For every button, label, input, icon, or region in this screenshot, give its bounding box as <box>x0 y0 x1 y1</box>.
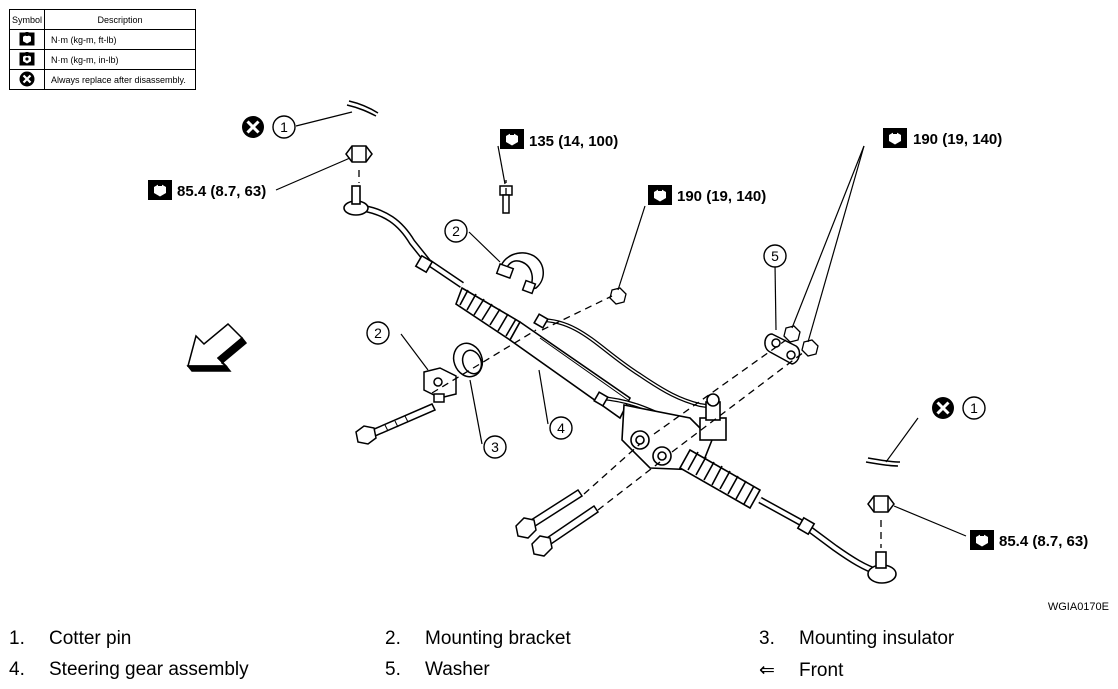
gear-mount-bolts <box>515 488 600 557</box>
torque-spec-mount-nut-right: 190 (19, 140) <box>883 128 1002 148</box>
part-number: 2. <box>385 628 401 649</box>
part-number: 1. <box>9 628 25 649</box>
callout-cotter-pin-right: 1 <box>930 395 986 421</box>
part-number: 5. <box>385 659 401 680</box>
legend-row: Always replace after disassembly. <box>9 69 196 90</box>
tie-rod-stud-right <box>875 551 887 569</box>
steering-gear-exploded-diagram: 1 1 2 2 3 4 5 135 (14, 100) 190 (19, 140… <box>148 100 1088 584</box>
front-direction-arrow <box>186 322 248 372</box>
symbol-legend-table: Symbol Description N·m (kg-m, ft-lb) N·m… <box>9 9 196 90</box>
callout-number: 2 <box>452 223 460 239</box>
mounting-insulator <box>452 342 484 378</box>
torque-value: 190 (19, 140) <box>913 131 1002 148</box>
part-item: 3. Mounting insulator <box>759 628 954 650</box>
mounting-bracket-lower <box>423 367 457 403</box>
cotter-pin-left <box>346 100 379 117</box>
callout-number: 2 <box>374 325 382 341</box>
part-item: 2. Mounting bracket <box>385 628 571 650</box>
callout-number: 5 <box>771 248 779 264</box>
mount-nut-upper <box>609 287 627 305</box>
steering-gear-assembly <box>343 185 897 584</box>
callout-number: 1 <box>970 400 978 416</box>
part-label: Mounting bracket <box>425 628 571 649</box>
legend-row: N·m (kg-m, ft-lb) <box>9 29 196 50</box>
part-label: Front <box>799 660 844 681</box>
mount-nuts-right <box>783 325 819 357</box>
part-number: 4. <box>9 659 25 680</box>
tie-rod-nut-right <box>867 495 895 513</box>
part-item: 5. Washer <box>385 659 490 681</box>
alignment-lines <box>358 170 882 548</box>
washer <box>764 333 801 365</box>
always-replace-icon <box>930 395 956 421</box>
torque-wrench-icon <box>970 530 994 550</box>
part-label: Mounting insulator <box>799 628 955 649</box>
gear-tube <box>508 320 632 420</box>
torque-wrench-icon <box>883 128 907 148</box>
front-arrow-symbol: ⇐ <box>759 660 775 681</box>
legend-symbol-cell <box>9 29 45 50</box>
torque-spec-bracket-bolt: 135 (14, 100) <box>500 129 618 150</box>
torque-value: 135 (14, 100) <box>529 133 618 150</box>
lower-bracket-bolt <box>355 403 437 445</box>
part-label: Washer <box>425 659 490 680</box>
callout-insulator: 3 <box>483 435 507 459</box>
torque-wrench-icon <box>148 180 172 200</box>
part-label: Steering gear assembly <box>49 659 249 680</box>
legend-description: Always replace after disassembly. <box>44 69 196 90</box>
part-item: 4. Steering gear assembly <box>9 659 249 681</box>
torque-wrench-inlb-icon <box>19 51 35 65</box>
torque-spec-tie-rod-nut-left: 85.4 (8.7, 63) <box>148 180 266 200</box>
cotter-pin-right <box>865 457 901 467</box>
figure-code: WGIA0170E <box>1047 601 1109 613</box>
always-replace-icon <box>240 114 266 140</box>
leader-lines <box>275 111 967 537</box>
torque-spec-mount-nut-upper: 190 (19, 140) <box>648 185 766 205</box>
callout-number: 3 <box>491 439 499 455</box>
callout-number: 4 <box>557 420 565 436</box>
part-label: Cotter pin <box>49 628 132 649</box>
callout-number: 1 <box>280 119 288 135</box>
torque-value: 85.4 (8.7, 63) <box>999 533 1088 550</box>
torque-wrench-icon <box>500 129 524 149</box>
callout-gear-assembly: 4 <box>549 416 573 440</box>
callout-washer: 5 <box>763 244 787 268</box>
torque-value: 85.4 (8.7, 63) <box>177 183 266 200</box>
tie-rod-nut-left <box>345 145 373 163</box>
callout-bracket-lower: 2 <box>366 321 390 345</box>
torque-value: 190 (19, 140) <box>677 188 766 205</box>
part-item: ⇐ Front <box>759 659 843 682</box>
mounting-bracket-upper <box>495 252 544 295</box>
always-replace-icon <box>19 71 35 86</box>
callout-cotter-pin-left: 1 <box>240 114 296 140</box>
part-item: 1. Cotter pin <box>9 628 131 650</box>
boot-left <box>455 286 522 342</box>
tie-rod-stud-left <box>351 185 361 205</box>
torque-wrench-icon <box>19 31 35 45</box>
part-number: 3. <box>759 628 775 649</box>
torque-spec-tie-rod-nut-right: 85.4 (8.7, 63) <box>970 530 1088 550</box>
boot-right <box>678 448 762 510</box>
callout-bracket-upper: 2 <box>444 219 468 243</box>
torque-wrench-icon <box>648 185 672 205</box>
